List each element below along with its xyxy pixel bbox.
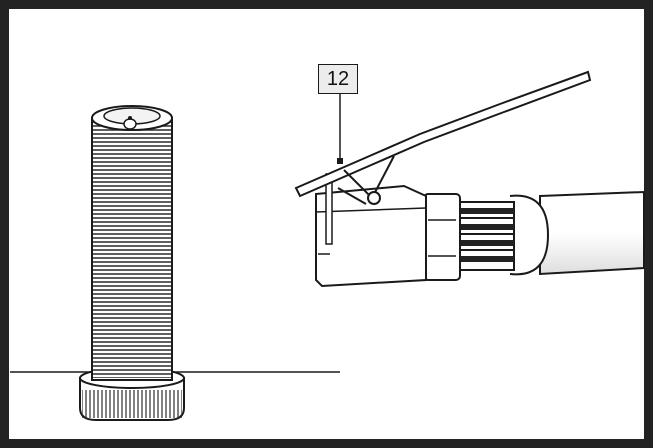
- chuck-lever-icon: [294, 70, 592, 205]
- threaded-valve-stem-extension-icon: [79, 105, 185, 421]
- callout-leader-end: [337, 158, 343, 164]
- callout-label: 12: [318, 64, 358, 94]
- inflator-chuck-icon: [315, 173, 427, 288]
- air-hose-icon: [423, 190, 645, 281]
